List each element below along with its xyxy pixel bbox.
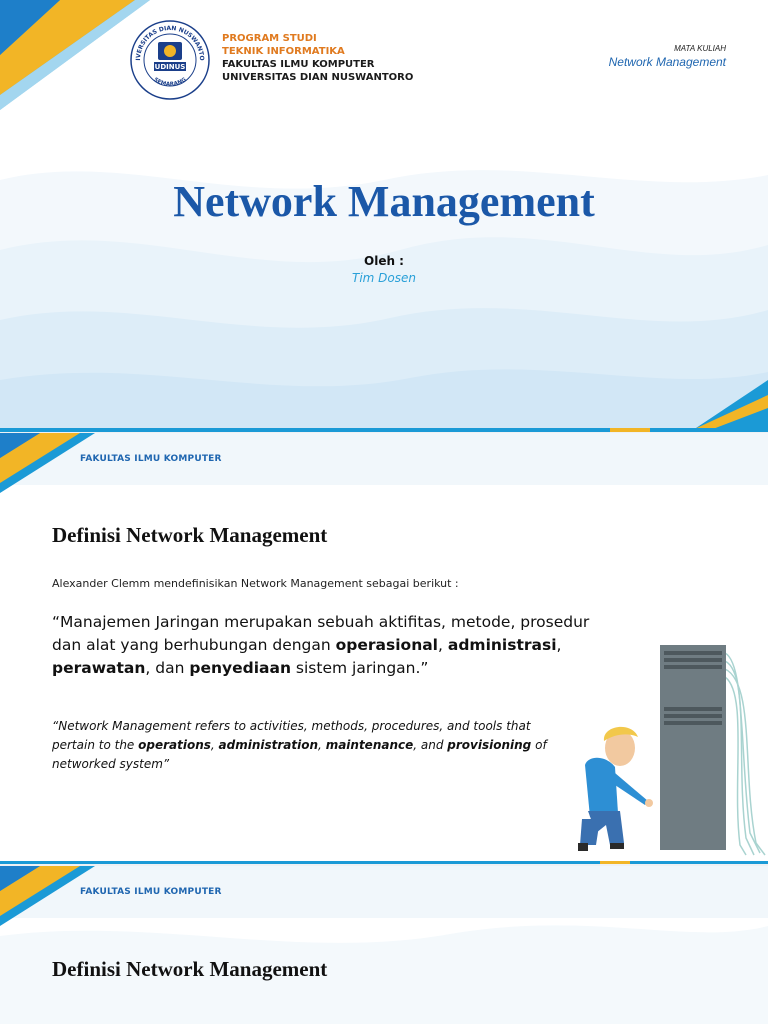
by-label: Oleh :	[364, 254, 404, 268]
slide-heading: Definisi Network Management	[52, 957, 328, 981]
quote-keyword: perawatan	[52, 659, 146, 677]
university-name: UNIVERSITAS DIAN NUSWANTORO	[222, 72, 414, 83]
course-block: MATA KULIAH Network Management	[609, 44, 726, 69]
by-value: Tim Dosen	[352, 271, 416, 285]
quote-indonesian: “Manajemen Jaringan merupakan sebuah akt…	[52, 611, 612, 680]
quote-text: ,	[556, 636, 562, 654]
quote-text: ,	[438, 636, 448, 654]
udinus-logo: UNIVERSITAS DIAN NUSWANTORO SEMARANG UDI…	[130, 20, 210, 100]
quote-keyword: operations	[138, 738, 211, 752]
definition-slide: FAKULTAS ILMU KOMPUTER Definisi Network …	[0, 433, 768, 864]
faculty-header: FAKULTAS ILMU KOMPUTER	[80, 454, 222, 464]
quote-text: of networked system”	[52, 738, 547, 771]
quote-text: “Manajemen Jaringan merupakan sebuah akt…	[52, 613, 590, 654]
intro-text: Alexander Clemm mendefinisikan Network M…	[52, 577, 459, 590]
program-block: PROGRAM STUDI TEKNIK INFORMATIKA FAKULTA…	[222, 32, 413, 84]
corner-stripes	[0, 433, 768, 864]
quote-keyword: maintenance	[325, 738, 414, 752]
quote-text: , and	[413, 738, 448, 752]
title-slide: UNIVERSITAS DIAN NUSWANTORO SEMARANG UDI…	[0, 0, 768, 432]
slide-title: Network Management	[173, 177, 595, 226]
program-line1: PROGRAM STUDI	[222, 33, 317, 44]
definition-slide-2: FAKULTAS ILMU KOMPUTER Definisi Network …	[0, 866, 768, 1024]
quote-text: sistem jaringan.”	[290, 659, 429, 677]
quote-keyword: administrasi	[447, 636, 557, 654]
quote-text: “Network Management refers to activities…	[52, 719, 531, 752]
quote-keyword: provisioning	[447, 738, 532, 752]
faculty-name: FAKULTAS ILMU KOMPUTER	[222, 59, 375, 70]
slide-heading: Definisi Network Management	[52, 523, 328, 547]
quote-keyword: operasional	[335, 636, 438, 654]
quote-keyword: penyediaan	[189, 659, 291, 677]
quote-english: “Network Management refers to activities…	[52, 717, 572, 774]
faculty-header: FAKULTAS ILMU KOMPUTER	[80, 887, 222, 897]
course-name: Network Management	[608, 55, 726, 69]
slide-divider	[0, 864, 768, 866]
corner-stripes	[0, 866, 768, 1024]
quote-text: ,	[318, 738, 326, 752]
course-label: MATA KULIAH	[674, 44, 726, 53]
program-line2: TEKNIK INFORMATIKA	[222, 46, 345, 57]
svg-text:UDINUS: UDINUS	[155, 63, 186, 71]
quote-text: , dan	[145, 659, 190, 677]
wave-background	[0, 0, 768, 432]
quote-keyword: administration	[218, 738, 319, 752]
quote-text: ,	[210, 738, 219, 752]
svg-text:SEMARANG: SEMARANG	[152, 77, 187, 88]
header-band	[0, 866, 768, 918]
technician-server-illustration	[578, 645, 766, 856]
header-band	[0, 433, 768, 485]
